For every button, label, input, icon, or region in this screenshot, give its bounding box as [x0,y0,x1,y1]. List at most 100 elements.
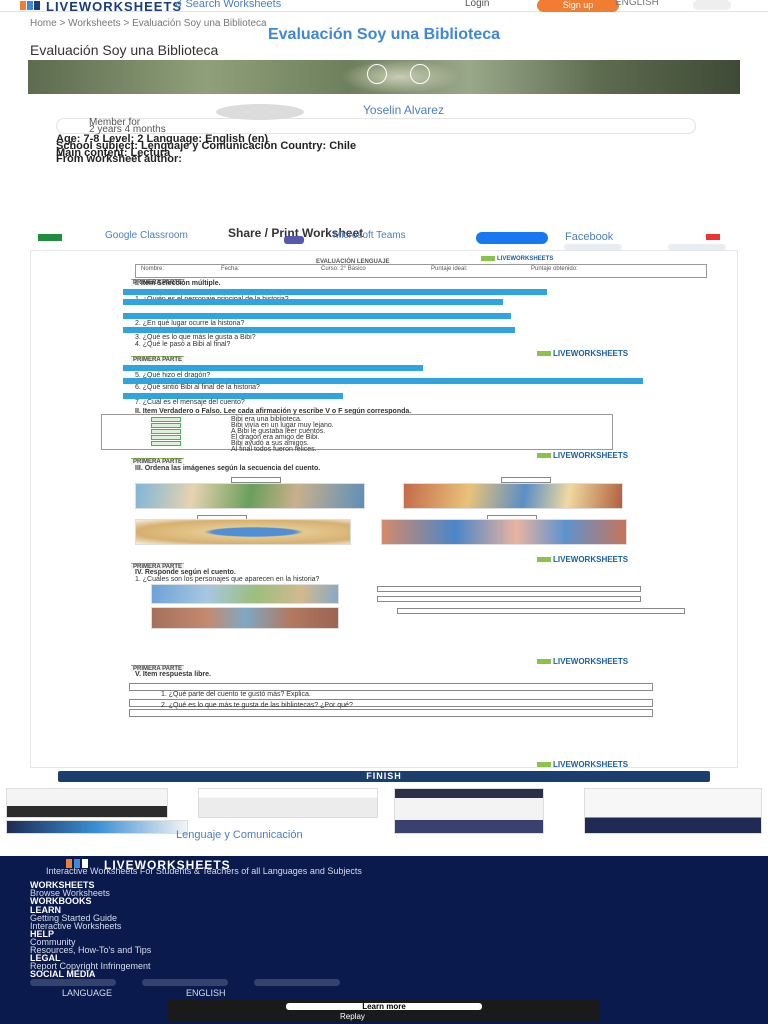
menu-toggle[interactable] [693,0,731,10]
page-title: Evaluación Soy una Biblioteca [267,26,501,43]
footer-link[interactable]: Interactive Worksheets [30,921,122,931]
pinterest-icon[interactable] [706,234,720,240]
answer-input[interactable] [377,596,641,602]
true-false-answer[interactable] [151,435,181,440]
worksheet-canvas: EVALUACIÓN LENGUAJE Nombre: Fecha: Curso… [30,250,738,769]
footer [0,856,768,1024]
related-worksheet-thumbnail[interactable] [584,788,762,834]
footer-language-selector[interactable]: ENGLISH [186,988,226,998]
ad-banner[interactable] [168,1000,600,1022]
related-categories-link[interactable]: Lenguaje y Comunicación [176,829,303,841]
header-field: Puntaje ideal: [431,266,468,272]
open-answer-box[interactable] [129,699,653,707]
page-subtitle: Evaluación Soy una Biblioteca [30,42,219,58]
section-title: III. Ordena las imágenes según la secuen… [135,465,321,472]
download-button[interactable] [668,244,726,250]
ad-learn-more-button[interactable]: Learn more [286,1003,482,1011]
breadcrumb[interactable]: Home > Worksheets > Evaluación Soy una B… [30,18,267,29]
true-false-answer[interactable] [151,417,181,422]
question-text: 2. ¿Qué es lo que más te gusta de las bi… [161,702,353,709]
banner-circle [410,64,430,84]
twitter-social-icon[interactable] [142,979,228,986]
answer-line[interactable] [123,393,343,399]
google-classroom-link[interactable]: Google Classroom [105,230,188,241]
header-field: Puntaje obtenido: [531,266,578,272]
search-worksheets-link[interactable]: ☌ Search Worksheets [175,0,281,10]
answer-line[interactable] [123,313,511,319]
footer-link[interactable]: Resources, How-To's and Tips [30,945,152,955]
logo-text[interactable]: LIVEWORKSHEETS [46,0,183,14]
answer-line[interactable] [123,327,515,333]
logo-icon[interactable] [20,1,40,10]
section-label: PRIMERA PARTE [131,665,185,672]
facebook-social-icon[interactable] [30,979,116,986]
story-picture [381,519,627,545]
answer-line[interactable] [123,289,547,295]
banner-circle [367,64,387,84]
order-input[interactable] [501,477,551,483]
answer-line[interactable] [123,365,423,371]
liveworksheets-watermark: LIVEWORKSHEETS [537,657,628,666]
answer-input[interactable] [377,586,641,592]
meta-other-contents: From worksheet author: [56,153,182,165]
footer-heading: WORKSHEETS [30,880,95,890]
answer-input[interactable] [397,608,685,614]
print-button[interactable] [564,244,622,250]
question-text: 1. ¿Cuáles son los personajes que aparec… [135,576,320,583]
avatar[interactable] [216,104,304,120]
microsoft-teams-icon[interactable] [284,236,304,244]
liveworksheets-watermark: LIVEWORKSHEETS [537,451,628,460]
open-answer-box[interactable] [129,709,653,717]
liveworksheets-watermark: LIVEWORKSHEETS [537,760,628,769]
microsoft-teams-link[interactable]: Microsoft Teams [333,230,406,241]
story-picture [135,519,351,545]
liveworksheets-watermark: LIVEWORKSHEETS [481,256,553,262]
related-worksheet-thumbnail[interactable] [394,788,544,834]
footer-link[interactable]: Report Copyright Infringement [30,961,151,971]
google-classroom-icon[interactable] [38,234,62,241]
answer-line[interactable] [123,299,503,305]
signup-button[interactable]: Sign up [537,0,619,12]
share-title: Share / Print Worksheet [228,226,364,240]
statement-text: A Bibi le gustaba leer cuentos. [231,428,326,435]
section-title: V. Item respuesta libre. [135,671,211,678]
login-link[interactable]: Login [465,0,490,9]
open-answer-box[interactable] [129,683,653,691]
question-text: 4. ¿Qué le pasó a Bibi al final? [135,341,231,348]
header-field: Fecha: [221,266,240,272]
youtube-social-icon[interactable] [254,979,340,986]
section-title: II. Item Verdadero o Falso. Lee cada afi… [135,408,412,415]
footer-language-label: LANGUAGE [62,988,113,998]
true-false-answer[interactable] [151,441,181,446]
meta-main-content: Main content: Lectura [56,147,171,159]
member-for-label: Member for [89,117,141,128]
related-worksheet-thumbnail[interactable] [6,820,188,834]
footer-logo-text[interactable]: LIVEWORKSHEETS [104,858,231,872]
ad-replay-link[interactable]: Replay [340,1012,365,1021]
banner-highlight [340,60,460,94]
story-picture [403,483,623,509]
footer-link[interactable]: Getting Started Guide [30,913,118,923]
footer-link[interactable]: Community [30,937,76,947]
footer-link[interactable]: Browse Worksheets [30,888,110,898]
question-text: 1. ¿Qué parte del cuento te gustó más? E… [161,691,311,698]
order-input[interactable] [231,477,281,483]
worksheet-header-table [135,264,707,278]
related-worksheet-thumbnail[interactable] [6,788,168,818]
author-name-link[interactable]: Yoselin Alvarez [363,103,444,117]
true-false-answer[interactable] [151,429,181,434]
story-picture [135,483,365,509]
answer-line[interactable] [123,378,643,384]
true-false-answer[interactable] [151,423,181,428]
section-label: PRIMERA PARTE [131,458,185,465]
language-selector[interactable]: ENGLISH [615,0,659,8]
logo-icon[interactable] [66,859,88,868]
finish-button[interactable]: FINISH [58,771,710,782]
question-text: 2. ¿En qué lugar ocurre la historia? [135,320,245,327]
footer-heading: WORKBOOKS [30,896,92,906]
statement-text: Bibi vivía en un lugar muy lejano. [231,422,334,429]
facebook-link[interactable]: Facebook [565,231,614,243]
facebook-icon[interactable] [476,232,548,244]
related-worksheet-thumbnail[interactable] [198,788,378,818]
meta-school-subject: School subject: Lenguaje y Comunicación … [56,140,357,152]
